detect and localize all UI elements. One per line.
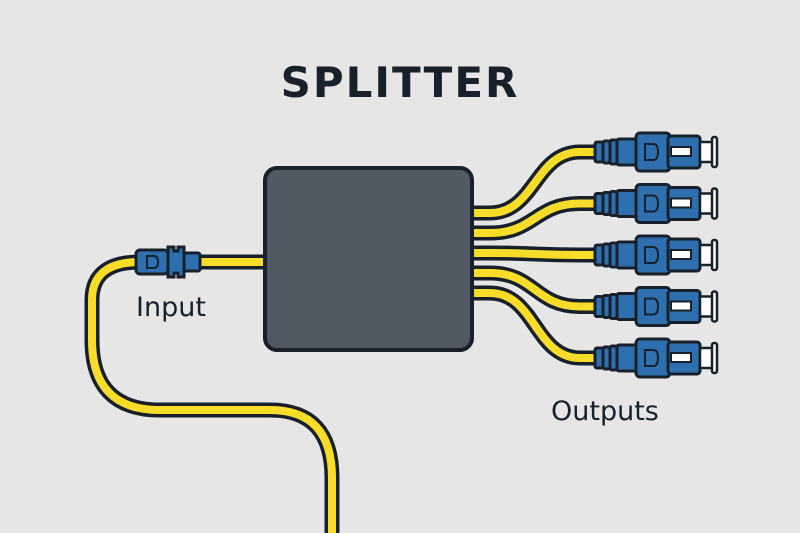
sc-connector-icon: [593, 234, 719, 276]
sc-connector-icon: [593, 286, 719, 327]
output-cable: [470, 285, 600, 366]
input-cable: [84, 254, 340, 533]
input-connector-icon: [134, 245, 202, 279]
output-cable: [470, 245, 600, 263]
sc-connector-icon: [593, 183, 719, 224]
input-label: Input: [136, 292, 206, 323]
sc-connector-icon: [593, 337, 719, 379]
output-cables: [470, 144, 600, 366]
output-cable: [470, 265, 600, 314]
output-cable: [470, 196, 600, 241]
output-connectors: [593, 131, 719, 379]
splitter-box: [263, 166, 474, 352]
sc-connector-icon: [593, 131, 719, 173]
diagram-title: SPLITTER: [280, 58, 520, 107]
outputs-label: Outputs: [551, 396, 659, 427]
output-cable: [470, 144, 600, 221]
